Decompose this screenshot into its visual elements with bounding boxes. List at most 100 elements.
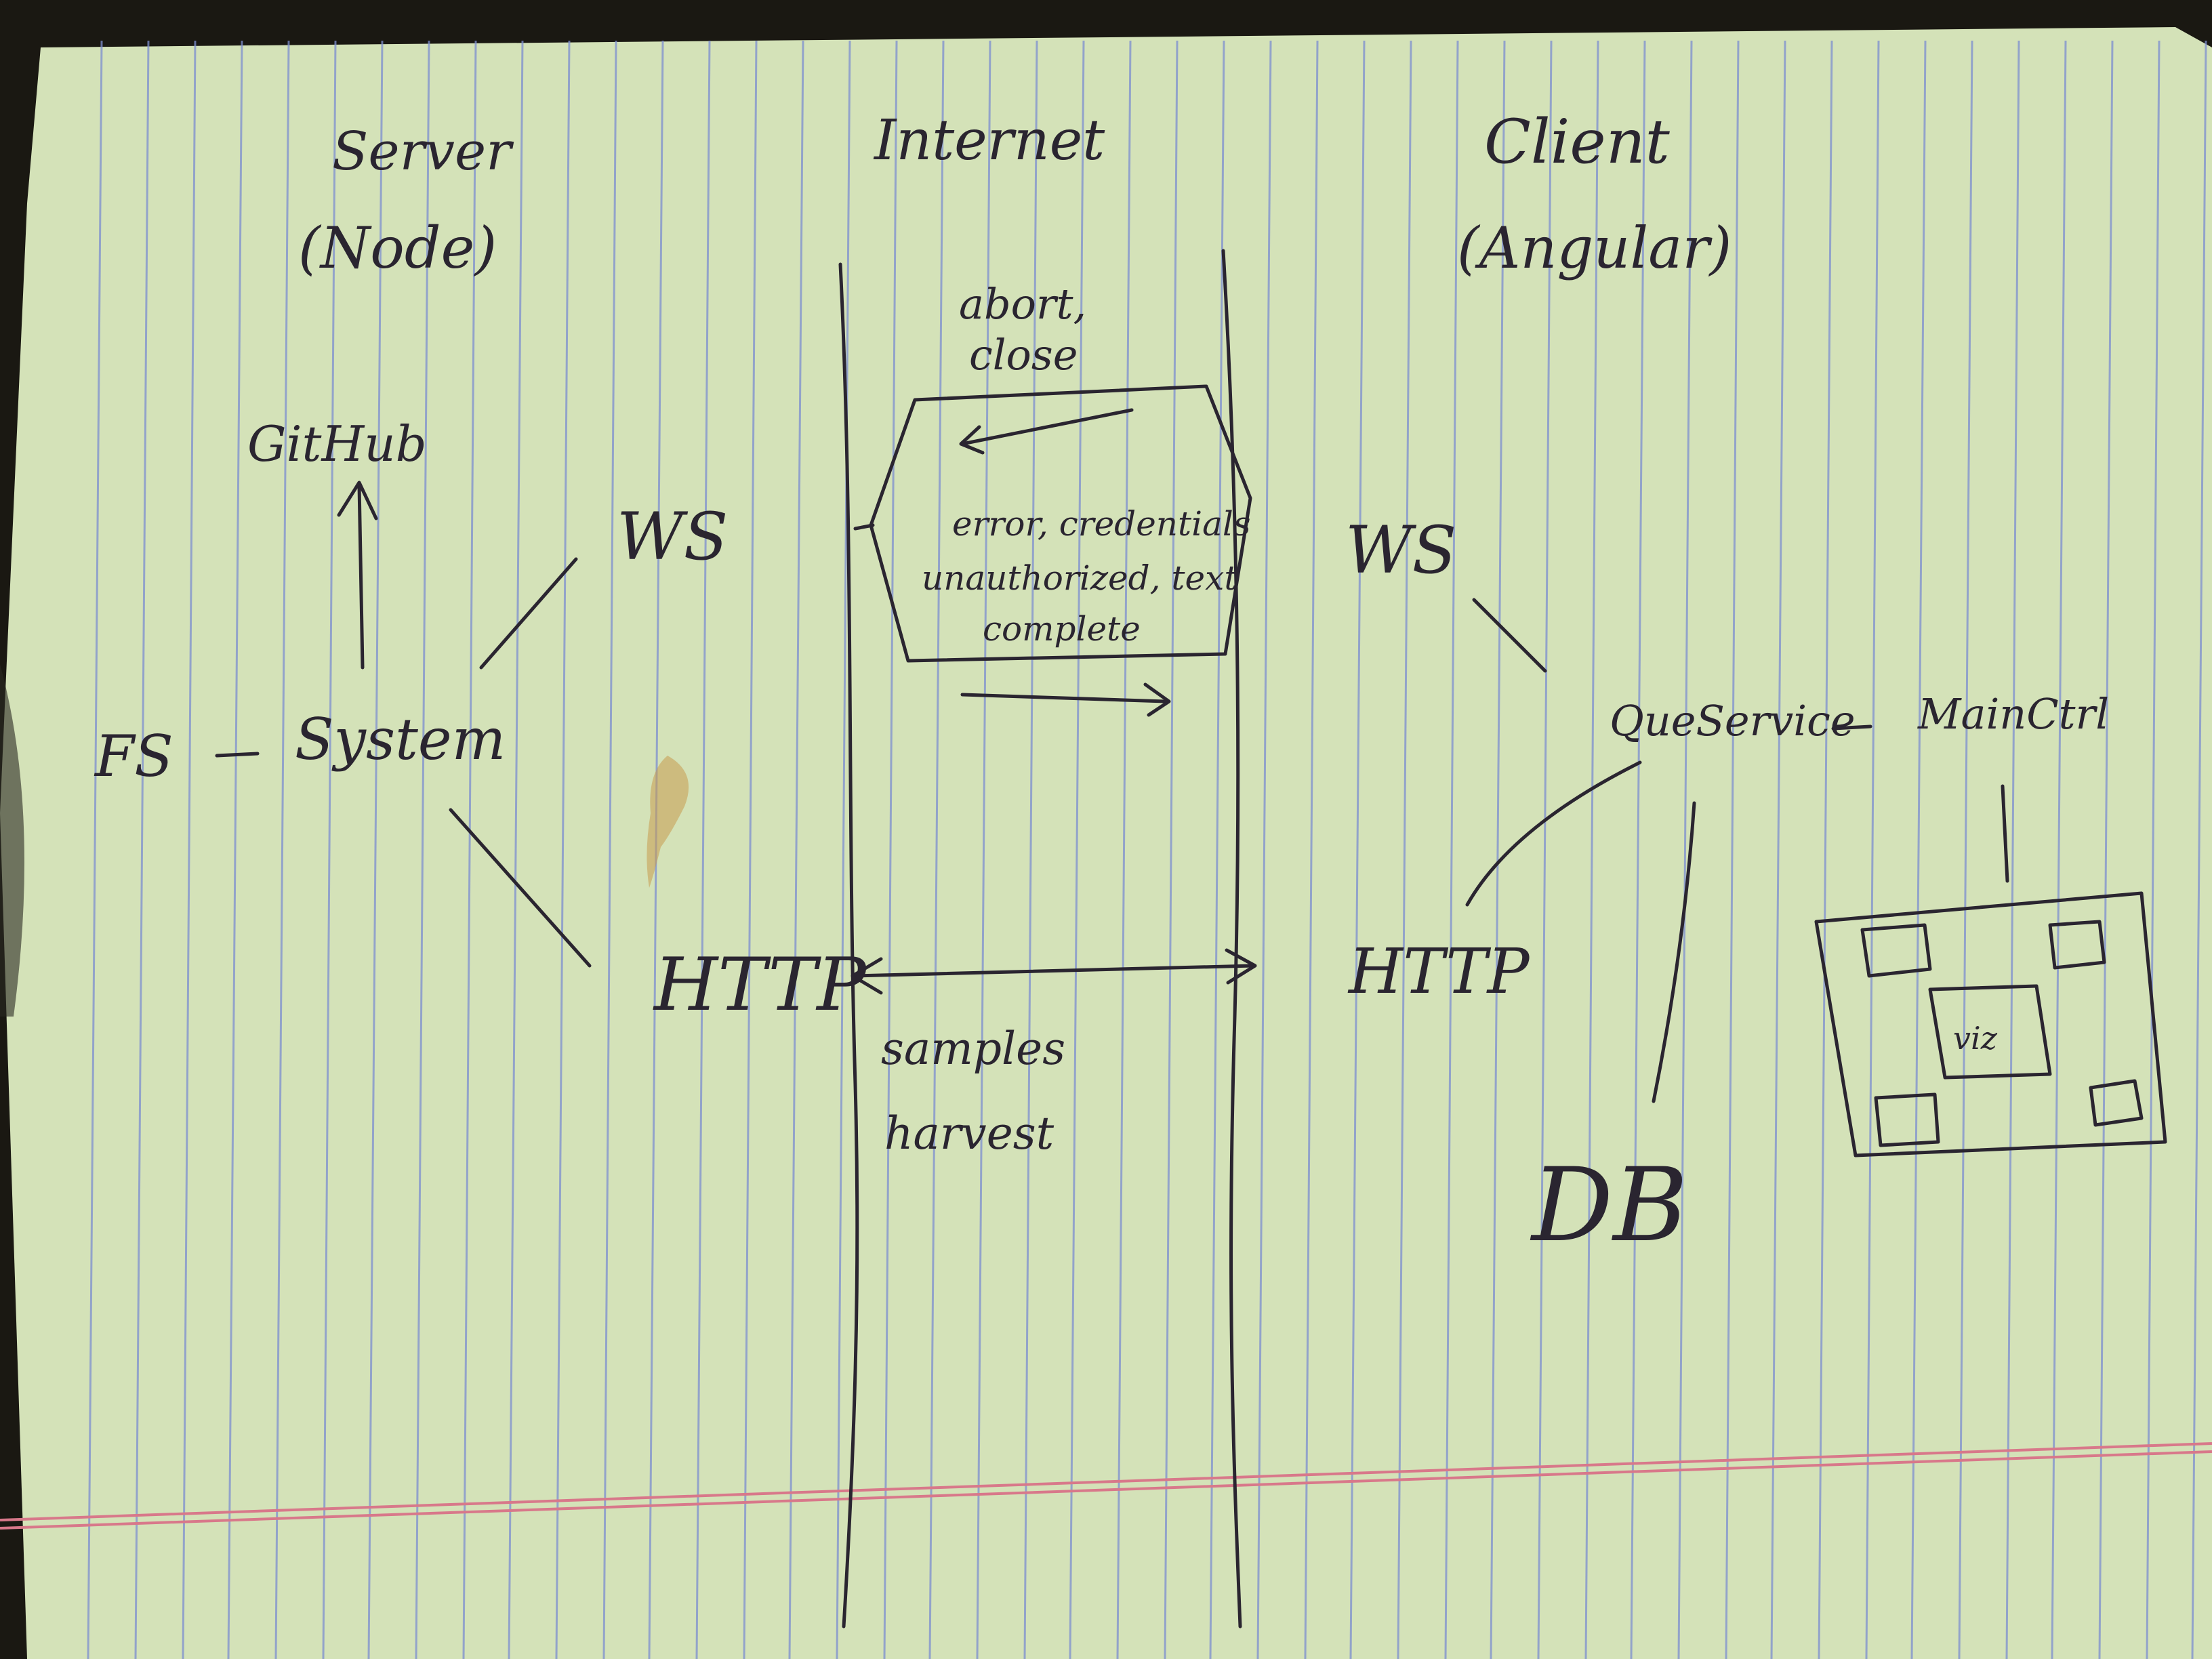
http-double-arrow — [852, 964, 1256, 978]
http-event-samples: samples — [881, 1023, 1065, 1075]
blue-rule-line — [367, 40, 384, 1659]
blue-rule-line — [695, 40, 711, 1659]
ws-to-service-line — [1472, 598, 1547, 673]
blue-rule-line — [1677, 40, 1693, 1659]
blue-rule-line — [2146, 40, 2160, 1659]
client-title: Client — [1484, 106, 1671, 178]
blue-rule-line — [1209, 40, 1225, 1659]
blue-rule-line — [1958, 40, 1973, 1659]
blue-rule-line — [182, 40, 197, 1659]
blue-rule-line — [976, 40, 991, 1659]
viz-widget-1 — [1860, 923, 1932, 978]
blue-rule-line — [602, 40, 617, 1659]
blue-rule-line — [928, 40, 945, 1659]
github-arrow-head — [337, 480, 378, 520]
ws-event-unauthorized: unauthorized, text — [922, 558, 1238, 598]
blue-rule-line — [274, 40, 290, 1659]
service-label: QueService — [1610, 696, 1856, 745]
blue-rule-line — [1865, 40, 1880, 1659]
service-to-http-line — [1465, 760, 1642, 907]
left-shadow — [0, 664, 24, 1017]
http-arrow-right-head — [1225, 948, 1257, 985]
service-ctrl-dash — [1831, 724, 1872, 731]
blue-rule-line — [1584, 40, 1599, 1659]
viz-widget-3 — [1874, 1092, 1940, 1147]
internet-title: Internet — [873, 108, 1105, 173]
blue-rule-line — [1256, 40, 1272, 1659]
blue-rule-line — [2005, 40, 2020, 1659]
internet-left-line — [838, 262, 859, 1629]
github-label: GitHub — [247, 415, 427, 472]
blue-rule-line — [2191, 40, 2207, 1659]
blue-rule-line — [1069, 40, 1085, 1659]
blue-rule-line — [415, 40, 430, 1659]
arrow-left — [960, 408, 1134, 446]
fs-system-dash — [215, 752, 260, 758]
blue-rule-line — [1630, 40, 1646, 1659]
db-label: DB — [1530, 1147, 1688, 1265]
blue-rule-line — [462, 40, 477, 1659]
controller-label: MainCtrl — [1917, 689, 2109, 739]
server-subtitle: (Node) — [298, 215, 497, 281]
fs-label: FS — [94, 723, 173, 790]
arrow-right-head — [1143, 682, 1171, 717]
blue-rule-line — [508, 40, 524, 1659]
ctrl-to-viz-line — [2001, 784, 2009, 883]
client-subtitle: (Angular) — [1457, 215, 1732, 281]
ws-event-close: close — [969, 330, 1078, 380]
system-to-ws-line — [479, 557, 578, 670]
blue-rule-line — [555, 40, 571, 1659]
margin-line-2 — [0, 1450, 2212, 1530]
system-label: System — [295, 706, 506, 773]
blue-rule-line — [1304, 40, 1319, 1659]
http-arrow-left-head — [851, 957, 883, 995]
server-title: Server — [332, 121, 514, 182]
ws-event-abort: abort, — [959, 279, 1086, 329]
internet-right-line — [1221, 249, 1242, 1629]
blue-rule-line — [1770, 40, 1786, 1659]
paper-sheet — [0, 27, 2212, 1659]
blue-rule-line — [1537, 40, 1553, 1659]
blue-rule-line — [1818, 40, 1833, 1659]
blue-rule-line — [743, 40, 758, 1659]
blue-rule-line — [322, 40, 337, 1659]
margin-line-1 — [0, 1442, 2212, 1521]
system-to-http-line — [449, 808, 592, 968]
ws-event-error: error, credentials — [952, 504, 1251, 544]
blue-rule-line — [1444, 40, 1459, 1659]
blue-rule-line — [2098, 40, 2114, 1659]
blue-rule-line — [1023, 40, 1038, 1659]
blue-rule-line — [227, 40, 243, 1659]
viz-widget-2 — [2048, 920, 2106, 970]
box-connector — [853, 523, 875, 531]
blue-rule-line — [1725, 40, 1740, 1659]
blue-rule-line — [1397, 40, 1412, 1659]
viz-dashboard-frame — [1814, 891, 2167, 1158]
blue-rule-line — [134, 40, 150, 1659]
blue-rule-line — [836, 40, 851, 1659]
arrow-right — [960, 693, 1168, 703]
blue-rule-line — [1116, 40, 1132, 1659]
service-to-db-line — [1652, 801, 1696, 1103]
blue-rule-line — [1910, 40, 1927, 1659]
coffee-stain — [647, 756, 689, 888]
server-http-label: HTTP — [653, 943, 867, 1027]
http-event-harvest: harvest — [884, 1107, 1054, 1160]
viz-widget-center — [1928, 984, 2052, 1080]
blue-rule-line — [883, 40, 898, 1659]
arrow-left-head — [959, 425, 985, 455]
blue-rule-line — [1349, 40, 1366, 1659]
viz-label: viz — [1953, 1020, 1998, 1057]
viz-widget-4 — [2089, 1079, 2144, 1127]
ws-event-complete: complete — [983, 609, 1141, 649]
client-http-label: HTTP — [1347, 935, 1531, 1008]
blue-rules — [87, 40, 2207, 1659]
blue-rule-line — [1490, 40, 1506, 1659]
system-to-github-arrow — [357, 483, 365, 670]
blue-rule-line — [87, 40, 103, 1659]
blue-rule-line — [1164, 40, 1179, 1659]
client-ws-label: WS — [1345, 512, 1456, 588]
blue-rule-line — [788, 40, 804, 1659]
